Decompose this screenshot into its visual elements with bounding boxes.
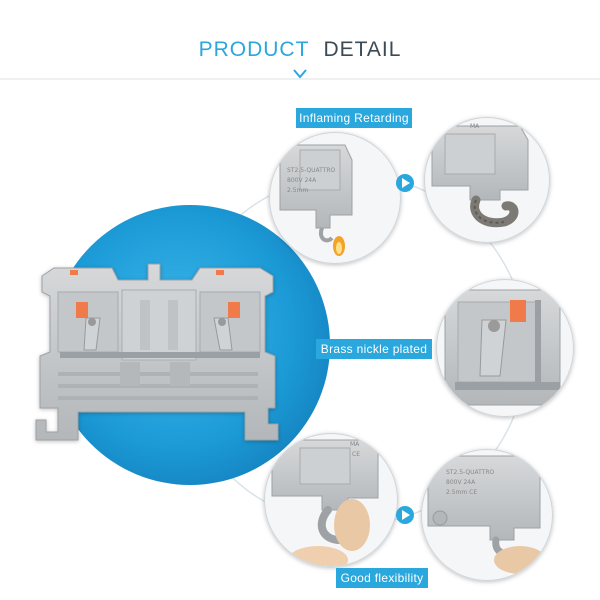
detail-circle-flame: ST2.5-QUATTRO 800V 24A 2.5mm (269, 132, 401, 264)
section-title: PRODUCT DETAIL (199, 38, 402, 61)
arrow-right-icon-2 (396, 506, 414, 524)
label-inflaming-retarding: Inflaming Retarding (296, 108, 412, 128)
marking-5c: 2.5mm CE (446, 489, 477, 496)
marking-1a: ST2.5-QUATTRO (287, 167, 336, 174)
label-brass-nickle-plated: Brass nickle plated (316, 339, 432, 359)
marking-1c: 2.5mm (287, 187, 308, 194)
detail-circle-brass (436, 279, 574, 417)
marking-2a: MA (470, 123, 480, 130)
marking-1b: 800V 24A (287, 177, 317, 184)
header-divider (0, 78, 600, 80)
marking-4b: CE (352, 451, 360, 458)
marking-5b: 800V 24A (446, 479, 476, 486)
label-good-flexibility: Good flexibility (336, 568, 428, 588)
marking-5a: ST2.5-QUATTRO (446, 469, 495, 476)
marking-4a: MA (350, 441, 360, 448)
detail-circle-burnt: MA (424, 117, 550, 243)
terminal-block-main (35, 263, 279, 441)
title-word-detail: DETAIL (323, 38, 402, 61)
page-header: PRODUCT DETAIL (0, 38, 600, 62)
title-word-product: PRODUCT (198, 38, 310, 61)
detail-circle-bend: MA CE (264, 433, 398, 567)
arrow-right-icon-1 (396, 174, 414, 192)
chevron-down-icon (293, 69, 307, 79)
detail-circle-recover: ST2.5-QUATTRO 800V 24A 2.5mm CE (421, 449, 553, 581)
